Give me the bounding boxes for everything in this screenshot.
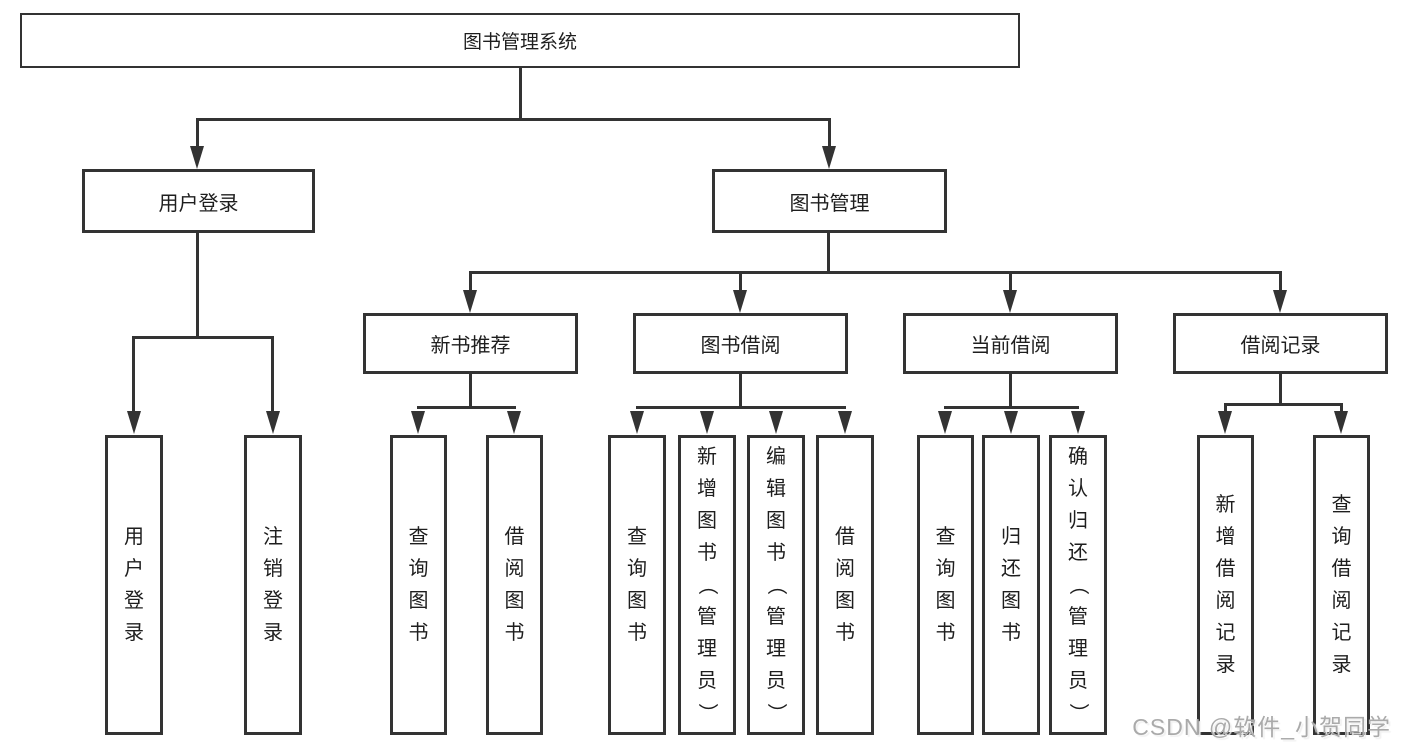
arrow-down-icon xyxy=(507,411,521,434)
node-label: 图书管理系统 xyxy=(462,32,577,53)
connector-line xyxy=(133,336,274,339)
connector-line xyxy=(196,118,199,147)
node-label: 查询借阅记录 xyxy=(1331,494,1352,676)
node-label: 注销登录 xyxy=(263,526,283,644)
arrow-down-icon xyxy=(838,411,852,434)
arrow-down-icon xyxy=(190,146,204,169)
node-label: 新增图书（管理员） xyxy=(696,446,718,723)
node-label: 新增借阅记录 xyxy=(1215,494,1236,676)
node-library-management-system: 图书管理系统 xyxy=(20,13,1020,68)
node-label: 当前借阅 xyxy=(970,335,1051,357)
connector-line xyxy=(519,68,522,119)
leaf-confirm-return-admin: 确认归还（管理员） xyxy=(1049,435,1107,735)
leaf-query-books-current: 查询图书 xyxy=(917,435,974,735)
leaf-return-books: 归还图书 xyxy=(982,435,1040,735)
arrow-down-icon xyxy=(1003,290,1017,313)
arrow-down-icon xyxy=(938,411,952,434)
node-label: 用户登录 xyxy=(124,526,144,644)
arrow-down-icon xyxy=(822,146,836,169)
connector-line xyxy=(417,406,516,409)
arrow-down-icon xyxy=(1004,411,1018,434)
arrow-down-icon xyxy=(411,411,425,434)
leaf-borrow-books-recommend: 借阅图书 xyxy=(486,435,543,735)
arrow-down-icon xyxy=(1218,411,1232,434)
connector-line xyxy=(469,271,1281,274)
arrow-down-icon xyxy=(127,411,141,434)
connector-line xyxy=(1340,403,1343,411)
leaf-query-books-borrow: 查询图书 xyxy=(608,435,666,735)
node-label: 借阅图书 xyxy=(504,526,525,644)
leaf-user-login: 用户登录 xyxy=(105,435,163,735)
node-book-management: 图书管理 xyxy=(712,169,947,233)
node-label: 借阅记录 xyxy=(1240,335,1321,357)
node-label: 新书推荐 xyxy=(430,335,511,357)
connector-line xyxy=(469,374,472,409)
arrow-down-icon xyxy=(266,411,280,434)
connector-line xyxy=(1279,374,1282,406)
arrow-down-icon xyxy=(1071,411,1085,434)
connector-line xyxy=(1009,374,1012,409)
leaf-query-borrow-record: 查询借阅记录 xyxy=(1313,435,1370,735)
connector-line xyxy=(827,233,830,274)
leaf-query-books-recommend: 查询图书 xyxy=(390,435,447,735)
connector-line xyxy=(739,374,742,409)
node-new-book-recommend: 新书推荐 xyxy=(363,313,578,374)
leaf-borrow-books: 借阅图书 xyxy=(816,435,874,735)
connector-line xyxy=(1009,271,1012,291)
node-current-borrowing: 当前借阅 xyxy=(903,313,1118,374)
node-label: 用户登录 xyxy=(158,192,239,215)
connector-line xyxy=(271,336,274,412)
connector-line xyxy=(739,271,742,291)
connector-line xyxy=(944,406,1079,409)
connector-line xyxy=(1224,403,1342,406)
node-label: 确认归还（管理员） xyxy=(1067,446,1089,723)
node-label: 查询图书 xyxy=(408,526,429,644)
node-label: 查询图书 xyxy=(627,526,647,644)
csdn-watermark: CSDN @软件_小贺同学 xyxy=(1132,714,1391,740)
node-label: 编辑图书（管理员） xyxy=(765,446,787,723)
node-label: 图书借阅 xyxy=(700,335,781,357)
connector-line xyxy=(469,271,472,291)
connector-line xyxy=(197,118,831,121)
arrow-down-icon xyxy=(1334,411,1348,434)
connector-line xyxy=(1224,403,1227,411)
node-label: 图书管理 xyxy=(789,192,870,215)
node-label: 借阅图书 xyxy=(835,526,855,644)
leaf-add-borrow-record: 新增借阅记录 xyxy=(1197,435,1254,735)
connector-line xyxy=(1279,271,1282,291)
node-borrowing-records: 借阅记录 xyxy=(1173,313,1388,374)
connector-line xyxy=(828,118,831,147)
arrow-down-icon xyxy=(733,290,747,313)
connector-line xyxy=(196,233,199,339)
node-book-borrowing: 图书借阅 xyxy=(633,313,848,374)
connector-line xyxy=(132,336,135,412)
connector-line xyxy=(636,406,846,409)
arrow-down-icon xyxy=(463,290,477,313)
node-label: 归还图书 xyxy=(1001,526,1021,644)
node-label: 查询图书 xyxy=(935,526,956,644)
leaf-logout-login: 注销登录 xyxy=(244,435,302,735)
arrow-down-icon xyxy=(1273,290,1287,313)
arrow-down-icon xyxy=(700,411,714,434)
leaf-add-books-admin: 新增图书（管理员） xyxy=(678,435,736,735)
leaf-edit-books-admin: 编辑图书（管理员） xyxy=(747,435,805,735)
node-user-login: 用户登录 xyxy=(82,169,315,233)
arrow-down-icon xyxy=(769,411,783,434)
arrow-down-icon xyxy=(630,411,644,434)
